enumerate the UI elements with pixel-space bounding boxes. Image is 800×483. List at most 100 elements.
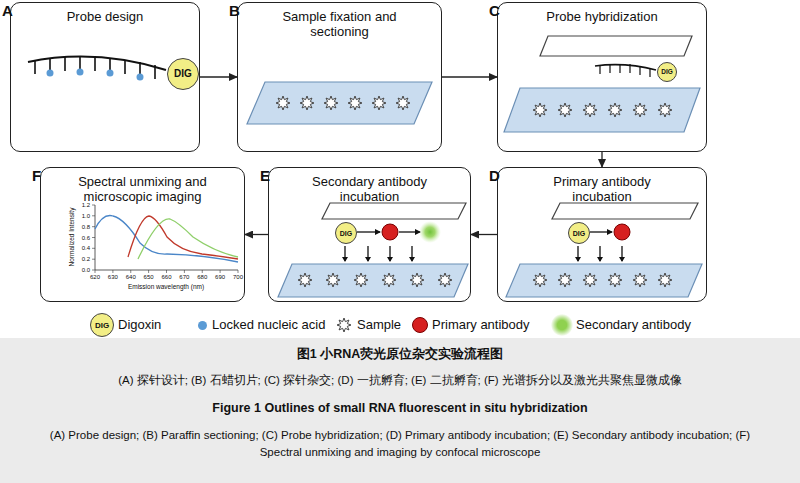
probe-backbone xyxy=(595,65,656,70)
legend-text: Primary antibody xyxy=(432,317,530,333)
flow-arrow xyxy=(471,234,497,235)
primary-antibody xyxy=(382,224,398,240)
panel-title: Probe hybridization xyxy=(527,9,677,24)
sample-star xyxy=(658,273,672,287)
panel-title: Primary antibody incubation xyxy=(527,174,677,204)
flow-arrow xyxy=(442,76,497,77)
panel-letter: C xyxy=(489,3,500,19)
binding-arrow xyxy=(399,231,420,232)
sample-star xyxy=(354,273,368,287)
step-panel: CProbe hybridizationDIG xyxy=(497,2,707,152)
sample-star xyxy=(558,273,572,287)
panel-title: Spectral unmixing and microscopic imagin… xyxy=(68,174,218,204)
tick-label: 630 xyxy=(103,273,123,281)
coverslip xyxy=(322,203,466,219)
glass-slide xyxy=(247,82,432,124)
sample-star xyxy=(300,96,314,110)
panel-letter: D xyxy=(489,168,500,184)
spectrum-chart xyxy=(92,205,238,273)
lna-dot xyxy=(77,69,84,76)
secondary-antibody xyxy=(419,221,441,243)
dig-circle: DIG xyxy=(335,222,357,244)
sample-star xyxy=(410,273,424,287)
flow-arrow xyxy=(601,152,602,167)
caption-band xyxy=(0,338,800,483)
panel-title: Secondary antibody incubation xyxy=(295,174,445,204)
sample-star xyxy=(583,273,597,287)
lna-dot xyxy=(137,74,144,81)
probe-backbone xyxy=(28,57,166,70)
sample-star xyxy=(633,273,647,287)
sample-star xyxy=(326,273,340,287)
glass-slide xyxy=(504,88,700,132)
down-arrows xyxy=(345,246,412,261)
tick-label: 680 xyxy=(192,273,212,281)
panel-title: Probe design xyxy=(30,9,180,24)
step-panel: BSample fixation and sectioning xyxy=(237,2,442,152)
panel-letter: B xyxy=(229,3,240,19)
tick-label: 690 xyxy=(210,273,230,281)
sample-star xyxy=(533,103,547,117)
sample-star xyxy=(276,96,290,110)
tick-label: 670 xyxy=(174,273,194,281)
glass-slide xyxy=(506,264,702,297)
lna-dot xyxy=(107,70,114,77)
legend-text: Secondary antibody xyxy=(576,317,691,333)
arrow-heads xyxy=(342,257,415,262)
sample-star xyxy=(372,96,386,110)
axis-label: Normalized Intensity xyxy=(68,197,76,277)
dig-text: DIG xyxy=(661,68,673,77)
tick-label: 660 xyxy=(157,273,177,281)
legend-text: Locked nucleic acid xyxy=(212,317,325,333)
lna-dot xyxy=(47,70,54,77)
axis-label: Emission wavelength (nm) xyxy=(106,283,226,291)
tick-label: 620 xyxy=(85,273,105,281)
binding-arrow xyxy=(590,231,612,232)
dig-text: DIG xyxy=(174,68,192,80)
spectrum-curve xyxy=(95,216,238,262)
panel-title: Sample fixation and sectioning xyxy=(265,9,415,39)
dig-text: DIG xyxy=(340,229,352,238)
sample-star xyxy=(658,103,672,117)
sample-star xyxy=(396,96,410,110)
tick-label: 0.0 xyxy=(72,266,90,274)
legend-dig-symbol: DIG xyxy=(90,313,114,337)
sample-star xyxy=(382,273,396,287)
legend-text: Digoxin xyxy=(118,317,161,333)
glass-slide xyxy=(278,264,468,297)
panel-letter: A xyxy=(2,3,13,19)
spectrum-curve xyxy=(138,219,238,259)
caption-text: (A) Probe design; (B) Paraffin sectionin… xyxy=(40,427,760,461)
legend-swatch xyxy=(412,317,428,333)
sample-star xyxy=(608,103,622,117)
flow-arrow xyxy=(245,234,268,235)
legend-text: Sample xyxy=(357,317,401,333)
arrow-heads xyxy=(575,257,625,262)
sample-star xyxy=(533,273,547,287)
step-panel: ESecondary antibody incubationDIG xyxy=(268,167,471,302)
caption-title: Figure 1 Outlines of small RNA fluoresce… xyxy=(0,400,800,416)
panel-letter: E xyxy=(260,168,270,184)
caption-title: 图1 小RNA荧光原位杂交实验流程图 xyxy=(0,346,800,362)
dig-circle: DIG xyxy=(657,62,677,82)
tick-label: 650 xyxy=(139,273,159,281)
tick-label: 640 xyxy=(121,273,141,281)
sample-star xyxy=(324,96,338,110)
binding-arrow xyxy=(357,231,380,232)
dig-circle: DIG xyxy=(568,222,590,244)
coverslip xyxy=(540,36,692,56)
sample-star xyxy=(583,103,597,117)
primary-antibody xyxy=(614,224,630,240)
tick-marks xyxy=(92,205,238,273)
sample-star xyxy=(633,103,647,117)
spectrum-curve xyxy=(128,216,238,259)
probe-bases xyxy=(600,64,650,77)
legend-star xyxy=(337,318,351,332)
sample-star xyxy=(348,96,362,110)
sample-star xyxy=(558,103,572,117)
legend-swatch xyxy=(198,321,207,330)
sample-star xyxy=(438,273,452,287)
flow-arrow xyxy=(200,76,237,77)
